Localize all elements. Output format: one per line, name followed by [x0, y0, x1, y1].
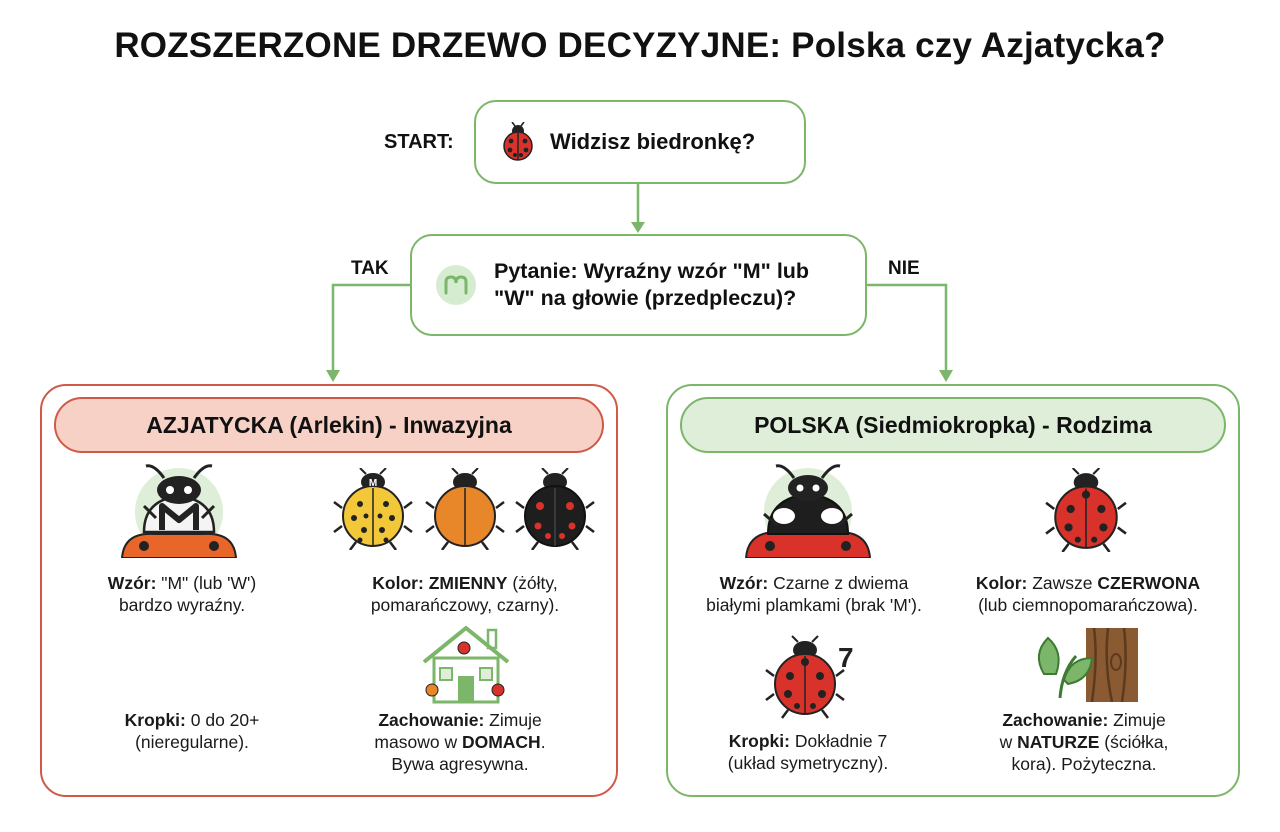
- polish-header: POLSKA (Siedmiokropka) - Rodzima: [680, 397, 1226, 453]
- polish-color-caption: Kolor: Zawsze CZERWONA (lub ciemnopomara…: [975, 573, 1201, 615]
- polish-head-icon: [744, 464, 872, 558]
- seven-number-label: 7: [838, 642, 854, 673]
- start-question-text: Widzisz biedronkę?: [550, 129, 756, 154]
- start-label: START:: [384, 131, 454, 153]
- polish-behavior-caption: Zachowanie: Zimuje w NATURZE (ściółka, k…: [999, 710, 1169, 774]
- leaves-bark-icon: [1037, 628, 1138, 702]
- pattern-question-box: Pytanie: Wyraźny wzór "M" lub "W" na gło…: [410, 234, 867, 336]
- seven-spot-ladybug-icon: [765, 635, 845, 719]
- asian-behavior-caption: Zachowanie: Zimuje masowo w DOMACH. Bywa…: [374, 710, 546, 774]
- polish-dots-caption: Kropki: Dokładnie 7 (układ symetryczny).: [727, 731, 889, 773]
- red-ladybug-icon: [1045, 468, 1127, 552]
- pattern-question-line1: Pytanie: Wyraźny wzór "M" lub: [494, 259, 810, 283]
- asian-head-m-icon: [120, 464, 238, 558]
- yellow-ladybug-icon: M: [333, 468, 413, 550]
- house-icon: [422, 626, 510, 704]
- asian-panel: AZJATYCKA (Arlekin) - Inwazyjna M: [40, 384, 618, 797]
- start-question-box: Widzisz biedronkę?: [474, 100, 806, 184]
- orange-ladybug-icon: [425, 468, 505, 550]
- yellow-ladybug-m: M: [369, 478, 377, 489]
- asian-dots-caption: Kropki: 0 do 20+ (nieregularne).: [124, 710, 260, 752]
- asian-pattern-caption: Wzór: "M" (lub 'W') bardzo wyraźny.: [107, 573, 257, 615]
- polish-pattern-caption: Wzór: Czarne z dwiema białymi plamkami (…: [706, 573, 922, 615]
- asian-color-caption: Kolor: ZMIENNY (żółty, pomarańczowy, cza…: [370, 573, 560, 615]
- asian-header: AZJATYCKA (Arlekin) - Inwazyjna: [54, 397, 604, 453]
- branch-yes-label: TAK: [351, 258, 389, 279]
- pattern-question-line2: "W" na głowie (przedpleczu)?: [494, 286, 797, 310]
- polish-panel: POLSKA (Siedmiokropka) - Rodzima Wzór: C…: [666, 384, 1240, 797]
- black-ladybug-icon: [515, 468, 595, 550]
- ladybug-icon: [503, 122, 533, 161]
- branch-no-label: NIE: [888, 258, 920, 279]
- page-title: ROZSZERZONE DRZEWO DECYZYJNE: Polska czy…: [114, 26, 1166, 65]
- m-pattern-icon: [436, 265, 476, 305]
